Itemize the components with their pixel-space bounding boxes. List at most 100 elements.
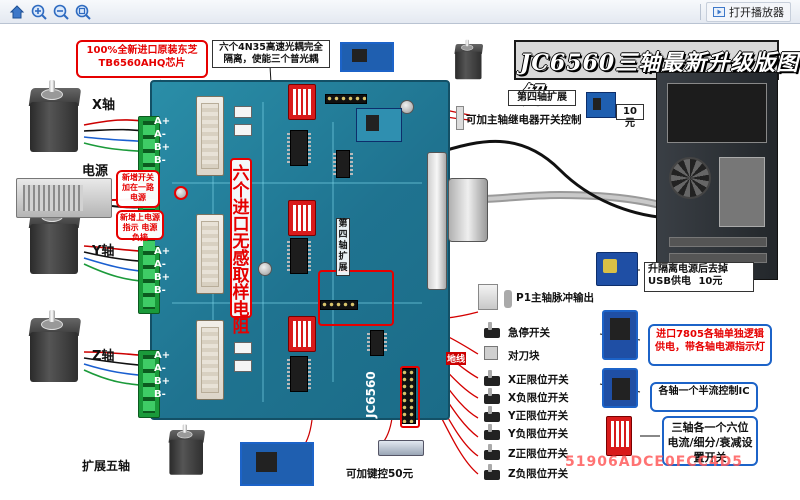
z-neg-limit-switch[interactable]	[484, 464, 500, 480]
y-neg-limit-switch[interactable]	[484, 424, 500, 440]
relay-wire-plug	[456, 106, 464, 130]
spindle-motor	[504, 290, 512, 308]
x-axis-label: X轴	[92, 98, 116, 113]
toolbar-separator	[700, 4, 701, 20]
viewer-toolbar: 打开播放器	[0, 0, 800, 24]
z-pos-limit-label: Z正限位开关	[508, 448, 569, 460]
spindle-inverter	[478, 284, 498, 310]
db25-cable-plug	[448, 178, 488, 242]
opto-note-text: 六个4N35高速光耦完全隔离，使能三个普光耦	[219, 42, 323, 65]
sampling-resistor-callout: 六个进口无感取样电阻	[230, 158, 252, 336]
zoom-in-icon[interactable]	[30, 3, 48, 21]
x-neg-limit-switch[interactable]	[484, 388, 500, 404]
fourth-axis-header	[325, 94, 367, 104]
x-pin-a-minus: A-	[154, 129, 166, 140]
regulator-note-text: 进口7805各轴单独逻辑供电，带各轴电源指示灯	[655, 329, 765, 353]
y-pos-limit-switch[interactable]	[484, 406, 500, 422]
x-pin-b-minus: B-	[154, 155, 166, 166]
current-ic-note-callout: 各轴一个半流控制IC	[650, 382, 758, 412]
chip-note-callout: 100%全新进口原装东芝TB6560AHQ芯片	[76, 40, 208, 78]
x-pin-a-plus: A+	[154, 116, 171, 127]
fourth-axis-price-tag: 10元	[616, 104, 644, 129]
board-model-text: JC6560	[364, 371, 378, 418]
fourth-axis-price-text: 10元	[623, 106, 637, 129]
fourth-axis-vertical-text: 第四轴扩展	[338, 219, 348, 273]
fourth-axis-small-board	[586, 92, 616, 118]
spindle-relay-label: 可加主轴继电器开关控制	[466, 114, 582, 126]
opto-note-callout: 六个4N35高速光耦完全隔离，使能三个普光耦	[212, 40, 330, 68]
y-pin-b-minus: B-	[154, 285, 166, 296]
z-pin-b-minus: B-	[154, 389, 166, 400]
z-neg-limit-label: Z负限位开关	[508, 468, 569, 480]
isolation-power-text: 升隔离电源后去掉USB供电	[648, 264, 728, 287]
diagram-title: JC6560三轴最新升级版图解	[520, 50, 800, 108]
power-supply-unit	[16, 178, 112, 218]
x-axis-driver-module	[196, 96, 224, 176]
fourth-axis-expand-label: 第四轴扩展	[508, 90, 576, 106]
logic-ic	[287, 356, 311, 392]
x-pos-limit-label: X正限位开关	[508, 374, 569, 386]
sampling-resistor-text: 六个进口无感取样电阻	[232, 164, 250, 337]
keypad-addon-label: 可加键控50元	[346, 468, 414, 480]
power-label: 电源	[82, 164, 109, 179]
fourth-axis-motor	[454, 39, 485, 80]
y-axis-dip-switch[interactable]	[288, 200, 316, 236]
current-ic-note-text: 各轴一个半流控制IC	[658, 386, 750, 397]
optocoupler	[234, 124, 252, 136]
z-axis-stepper-motor	[28, 310, 84, 384]
actual-size-icon[interactable]	[74, 3, 92, 21]
y-axis-driver-module	[196, 214, 224, 294]
z-pin-a-plus: A+	[154, 350, 171, 361]
electrolytic-capacitor	[174, 186, 188, 200]
db25-parallel-port	[427, 152, 447, 290]
dip-note-text: 三轴各一个六位电流/细分/衰减设置开关	[667, 421, 753, 464]
x-pos-limit-switch[interactable]	[484, 370, 500, 386]
fourth-axis-driver-board	[340, 42, 394, 72]
fourth-axis-expand-text: 第四轴扩展	[517, 92, 567, 103]
fourth-axis-vertical-label: 第四轴扩展	[336, 218, 350, 276]
x-pin-b-plus: B+	[154, 142, 171, 153]
spindle-relay	[356, 108, 402, 142]
player-icon	[713, 7, 725, 17]
fifth-axis-board	[240, 442, 314, 486]
y-axis-label: Y轴	[92, 244, 115, 259]
dip-note-callout: 三轴各一个六位电流/细分/衰减设置开关	[662, 416, 758, 466]
x-axis-dip-switch[interactable]	[288, 84, 316, 120]
tool-setting-block	[484, 346, 498, 360]
expand-five-axis-label: 扩展五轴	[82, 459, 131, 473]
zoom-out-icon[interactable]	[52, 3, 70, 21]
y-pin-a-minus: A-	[154, 259, 166, 270]
fifth-axis-motor	[168, 424, 206, 475]
watermark-text: 51906ADCE0FCC4D5	[565, 454, 743, 470]
y-pin-b-plus: B+	[154, 272, 171, 283]
capacitor	[258, 262, 272, 276]
chip-note-text: 100%全新进口原装东芝TB6560AHQ芯片	[86, 45, 198, 69]
isolation-power-note: 升隔离电源后去掉USB供电 10元	[644, 262, 754, 292]
z-axis-dip-switch[interactable]	[288, 316, 316, 352]
open-player-button[interactable]: 打开播放器	[706, 2, 791, 22]
z-pin-b-plus: B+	[154, 376, 171, 387]
power-switch-note-text: 新增开关 加在一路 电源	[122, 173, 154, 202]
open-player-label: 打开播放器	[729, 6, 784, 19]
power-switch-note: 新增开关 加在一路 电源	[116, 170, 160, 208]
z-pos-limit-switch[interactable]	[484, 444, 500, 460]
y-pin-a-plus: A+	[154, 246, 171, 257]
tool-setting-label: 对刀块	[508, 350, 540, 362]
logic-ic	[367, 330, 387, 356]
power-indicator-note-text: 新增上电源指示 电源负接	[120, 213, 160, 242]
z-axis-terminal-block	[138, 350, 160, 418]
emergency-stop-switch[interactable]	[484, 322, 500, 338]
capacitor	[400, 100, 414, 114]
logic-ic	[287, 130, 311, 166]
y-axis-stepper-motor	[28, 202, 84, 276]
regulator-note-callout: 进口7805各轴单独逻辑供电，带各轴电源指示灯	[648, 324, 772, 366]
optocoupler	[234, 106, 252, 118]
power-indicator-note: 新增上电源指示 电源负接	[116, 210, 164, 242]
y-neg-limit-label: Y负限位开关	[508, 428, 569, 440]
isolation-power-module	[596, 252, 638, 286]
y-pos-limit-label: Y正限位开关	[508, 410, 569, 422]
ground-line-label: 地线	[446, 352, 467, 365]
home-icon[interactable]	[8, 3, 26, 21]
isolation-price-text: 10元	[698, 276, 723, 287]
